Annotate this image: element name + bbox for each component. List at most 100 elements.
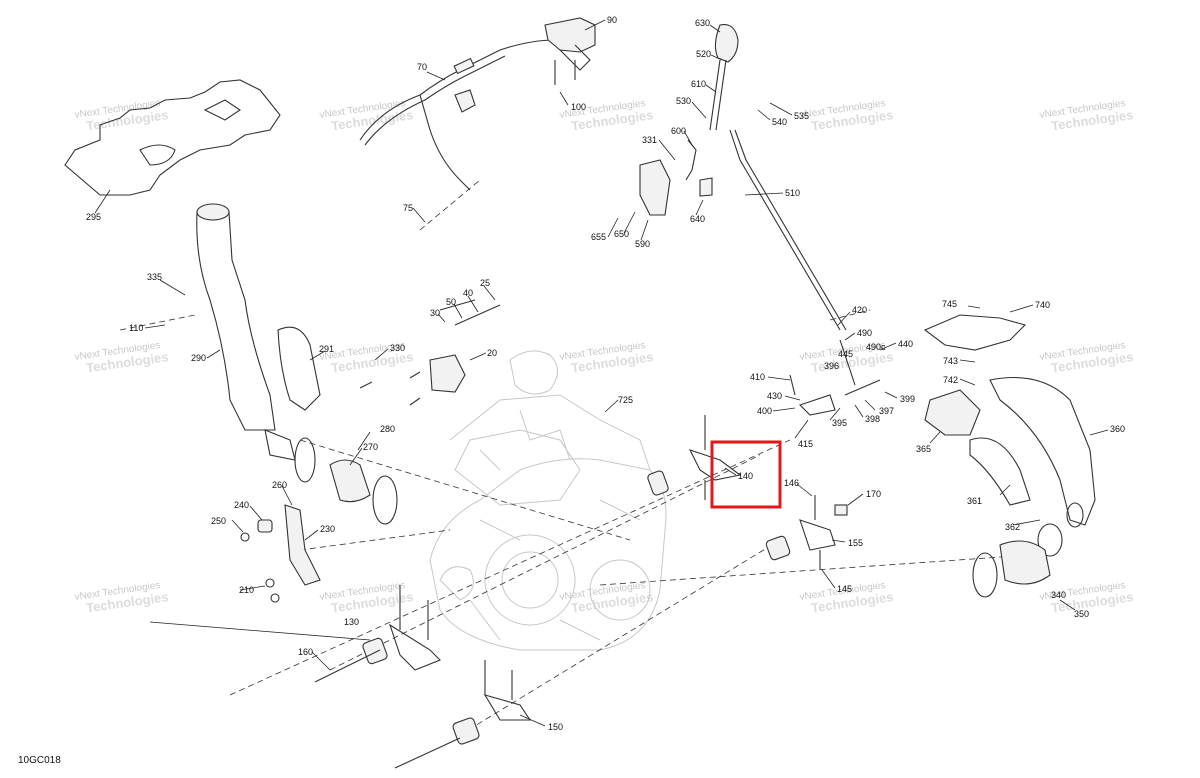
- callout-396[interactable]: 396: [824, 361, 839, 371]
- callout-365[interactable]: 365: [916, 444, 931, 454]
- callout-335[interactable]: 335: [147, 272, 162, 282]
- callout-280[interactable]: 280: [380, 424, 395, 434]
- callout-740[interactable]: 740: [1035, 300, 1050, 310]
- part-340-boot: [972, 523, 1063, 598]
- engine-ghost: [429, 350, 667, 651]
- callout-40[interactable]: 40: [463, 288, 473, 298]
- callout-90[interactable]: 90: [607, 15, 617, 25]
- callout-361[interactable]: 361: [967, 496, 982, 506]
- diagram-reference: 10GC018: [18, 755, 61, 766]
- callout-145[interactable]: 145: [837, 584, 852, 594]
- callout-530[interactable]: 530: [676, 96, 691, 106]
- callout-362[interactable]: 362: [1005, 522, 1020, 532]
- callout-30[interactable]: 30: [430, 308, 440, 318]
- watermark: vNext Technologies Technologies: [799, 98, 894, 133]
- callout-160[interactable]: 160: [298, 647, 313, 657]
- part-70-cable: [359, 39, 556, 191]
- callout-110[interactable]: 110: [129, 323, 143, 333]
- callout-610[interactable]: 610: [691, 79, 706, 89]
- callout-240[interactable]: 240: [234, 500, 249, 510]
- part-395-linkage: [789, 339, 881, 416]
- watermark: vNext Technologies Technologies: [319, 98, 414, 133]
- callout-743[interactable]: 743: [943, 356, 958, 366]
- part-155-mount: [765, 495, 848, 570]
- part-270-boot: [294, 437, 398, 525]
- callout-350[interactable]: 350: [1074, 609, 1089, 619]
- callout-399[interactable]: 399: [900, 394, 915, 404]
- watermarks: vNext Technologies Technologies vNext Te…: [74, 98, 1134, 615]
- callout-490c[interactable]: 490c: [866, 342, 886, 352]
- callout-170[interactable]: 170: [866, 489, 881, 499]
- callout-510[interactable]: 510: [785, 188, 800, 198]
- callout-140[interactable]: 140: [738, 471, 753, 481]
- part-90-throttle: [544, 17, 596, 85]
- callout-540[interactable]: 540: [772, 117, 787, 127]
- callout-360[interactable]: 360: [1110, 424, 1125, 434]
- callout-410[interactable]: 410: [750, 372, 765, 382]
- callout-155[interactable]: 155: [848, 538, 863, 548]
- part-130-mount: [314, 585, 441, 683]
- callout-630[interactable]: 630: [695, 18, 710, 28]
- callout-340[interactable]: 340: [1051, 590, 1066, 600]
- alignment-lines: [119, 179, 1031, 736]
- callout-146[interactable]: 146: [784, 478, 799, 488]
- callout-600[interactable]: 600: [671, 126, 686, 136]
- callout-395[interactable]: 395: [832, 418, 847, 428]
- callout-397[interactable]: 397: [879, 406, 894, 416]
- callout-398[interactable]: 398: [865, 414, 880, 424]
- callout-430[interactable]: 430: [767, 391, 782, 401]
- callout-130[interactable]: 130: [344, 617, 359, 627]
- callout-250[interactable]: 250: [211, 516, 226, 526]
- callout-415[interactable]: 415: [798, 439, 813, 449]
- callout-50[interactable]: 50: [446, 297, 456, 307]
- callout-490[interactable]: 490: [857, 328, 872, 338]
- callout-420[interactable]: 420: [852, 305, 867, 315]
- callout-330[interactable]: 330: [390, 343, 405, 353]
- callout-100[interactable]: 100: [571, 102, 586, 112]
- callout-520[interactable]: 520: [696, 49, 711, 59]
- callout-655[interactable]: 655: [591, 232, 606, 242]
- watermark: vNext Technologies Technologies: [74, 340, 169, 375]
- callout-260[interactable]: 260: [272, 480, 287, 490]
- watermark: vNext Technologies Technologies: [74, 580, 169, 615]
- part-290-intake: [196, 203, 321, 461]
- part-295-plate: [64, 79, 281, 196]
- leader-lines: [94, 19, 1109, 727]
- watermark: vNext Technologies Technologies: [74, 98, 169, 133]
- callout-270[interactable]: 270: [363, 442, 378, 452]
- callout-650[interactable]: 650: [614, 229, 629, 239]
- callout-210[interactable]: 210: [239, 585, 254, 595]
- callout-640[interactable]: 640: [690, 214, 705, 224]
- highlight-box: [710, 440, 782, 509]
- callout-331[interactable]: 331: [642, 135, 657, 145]
- callout-230[interactable]: 230: [320, 524, 335, 534]
- watermark: vNext Technologies Technologies: [559, 580, 654, 615]
- part-230-bracket: [240, 504, 321, 603]
- callout-725[interactable]: 725: [618, 395, 633, 405]
- callout-535[interactable]: 535: [794, 111, 809, 121]
- part-360-duct: [923, 314, 1096, 528]
- callout-75[interactable]: 75: [403, 203, 413, 213]
- callout-150[interactable]: 150: [548, 722, 563, 732]
- watermark: vNext Technologies Technologies: [1039, 340, 1134, 375]
- callout-440[interactable]: 440: [898, 339, 913, 349]
- part-150-mount: [394, 660, 532, 769]
- part-510-shift-rod: [639, 24, 847, 331]
- callout-295[interactable]: 295: [86, 212, 101, 222]
- callout-20[interactable]: 20: [487, 348, 497, 358]
- callout-25[interactable]: 25: [480, 278, 490, 288]
- part-140-bracket: [647, 415, 742, 500]
- callout-70[interactable]: 70: [417, 62, 427, 72]
- callout-745[interactable]: 745: [942, 299, 957, 309]
- watermark: vNext Technologies Technologies: [559, 340, 654, 375]
- callout-400[interactable]: 400: [757, 406, 772, 416]
- watermark: vNext Technologies Technologies: [1039, 98, 1134, 133]
- callout-labels: 295 70 90 100 75 630 520 610 530 600 540…: [86, 15, 1125, 732]
- callout-742[interactable]: 742: [943, 375, 958, 385]
- callout-290[interactable]: 290: [191, 353, 206, 363]
- part-20-module: [359, 299, 501, 406]
- callout-590[interactable]: 590: [635, 239, 650, 249]
- callout-445[interactable]: 445: [838, 349, 853, 359]
- callout-291[interactable]: 291: [319, 344, 334, 354]
